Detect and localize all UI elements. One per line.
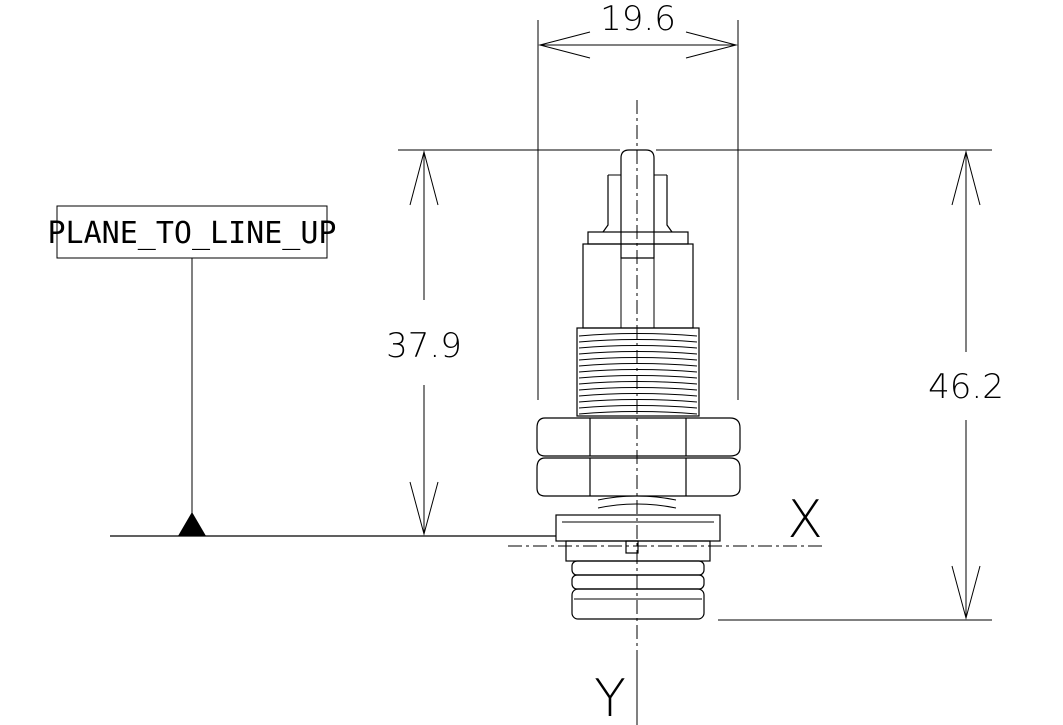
thread-lines xyxy=(578,333,698,415)
thread-line xyxy=(578,339,698,343)
thread-line xyxy=(578,351,698,355)
plane-label: PLANE_TO_LINE_UP xyxy=(48,216,337,251)
thread-line xyxy=(578,375,698,379)
thread-line xyxy=(578,363,698,367)
upper-nut xyxy=(536,417,741,457)
thread-line xyxy=(578,387,698,391)
thread-section xyxy=(576,327,700,417)
top-tab xyxy=(620,149,655,259)
width-dimension-label: 19.6 xyxy=(600,0,676,39)
thread-line xyxy=(578,399,698,403)
datum-triangle-icon xyxy=(178,512,206,536)
width-dimension: 19.6 xyxy=(537,0,739,400)
thread-line xyxy=(578,411,698,415)
flange xyxy=(555,514,721,542)
y-axis-label: Y xyxy=(594,669,626,725)
fitting-part xyxy=(536,149,741,620)
bottom-plug xyxy=(571,588,705,620)
left-height-dimension: 37.9 xyxy=(386,149,620,536)
thread-line xyxy=(578,405,698,409)
left-height-label: 37.9 xyxy=(386,326,462,366)
right-height-label: 46.2 xyxy=(928,367,1004,407)
lower-nut xyxy=(536,457,741,497)
thread-line xyxy=(578,381,698,385)
thread-line xyxy=(578,369,698,373)
thread-line xyxy=(578,357,698,361)
plane-reference: PLANE_TO_LINE_UP xyxy=(48,205,556,537)
right-height-dimension: 46.2 xyxy=(656,149,1004,621)
thread-line xyxy=(578,333,698,337)
x-axis-label: X xyxy=(787,490,823,550)
thread-line xyxy=(578,393,698,397)
thread-line xyxy=(578,345,698,349)
